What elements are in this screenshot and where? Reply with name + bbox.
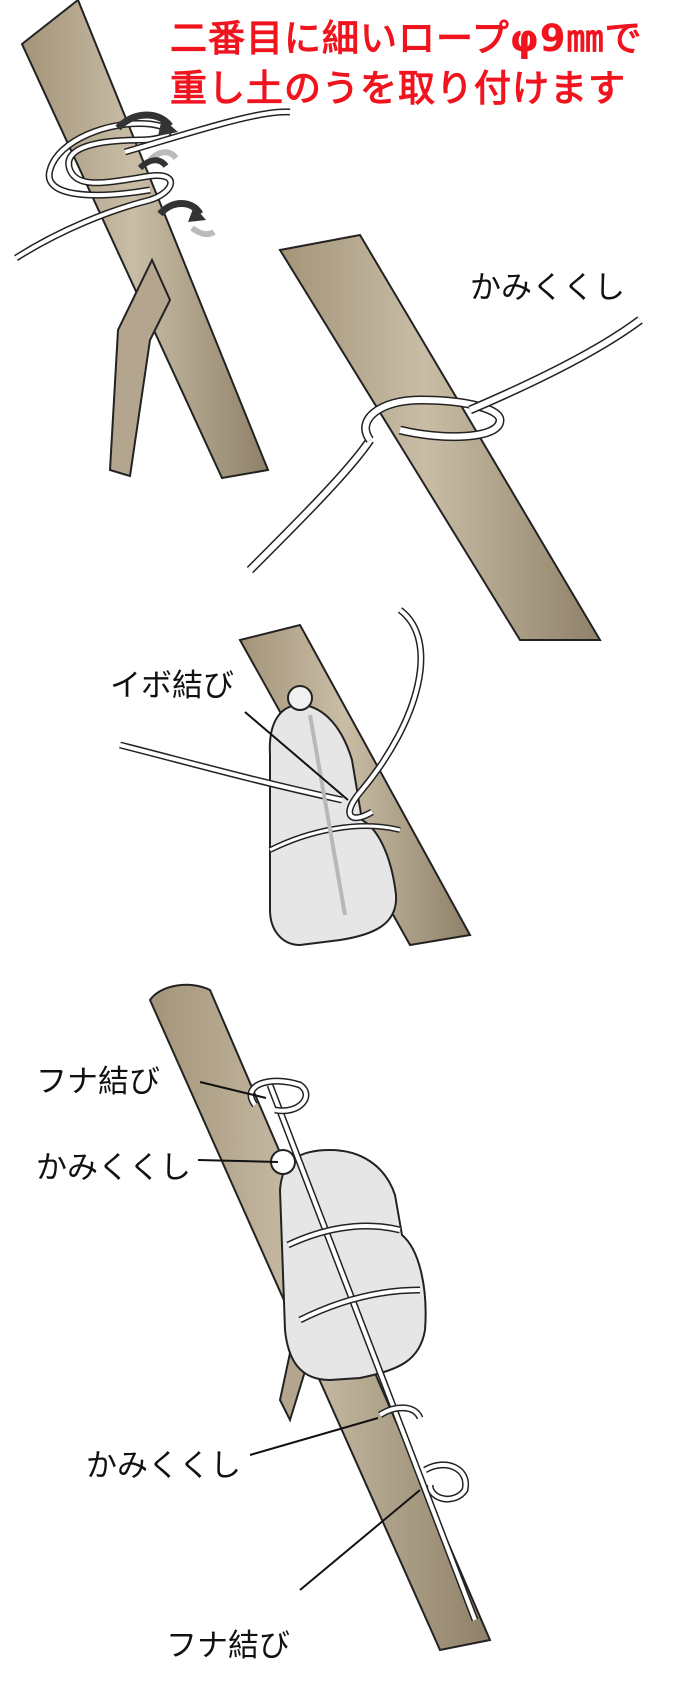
rope-wraps-1	[14, 108, 291, 261]
leader-lines-4	[197, 1081, 421, 1591]
rope-4	[266, 1083, 479, 1622]
knot-funa-upper	[247, 1077, 310, 1115]
pole-1	[20, 0, 270, 480]
sandbag-3	[268, 685, 398, 947]
rope-3	[119, 607, 425, 916]
knot-kamikukushi-closeup	[246, 316, 643, 574]
label-kamikukushi-lower: かみくくし	[86, 1448, 241, 1484]
label-kamikukushi-upper: かみくくし	[36, 1150, 191, 1186]
title-line-2: 重し土のうを取り付けます	[170, 67, 626, 110]
title-line-1: 二番目に細いロープφ9㎜で	[170, 17, 643, 60]
rotate-arrow-icon	[115, 111, 216, 238]
label-kamikukushi-top: かみくくし	[470, 270, 625, 306]
panel-2-kamikukushi-closeup	[246, 233, 643, 641]
label-funa-musubi-upper: フナ結び	[36, 1064, 160, 1100]
knot-kamikukushi-lower	[378, 1404, 424, 1420]
panel-3-bag-ibo-musubi	[119, 607, 472, 947]
leader-ibo-musubi	[244, 711, 349, 801]
label-ibo-musubi: イボ結び	[110, 668, 234, 704]
panel-4-final	[148, 983, 492, 1652]
knot-funa-lower	[423, 1461, 470, 1503]
sandbag-4	[278, 1148, 427, 1382]
panel-1-wrapping	[14, 0, 291, 480]
label-funa-musubi-lower: フナ結び	[166, 1628, 290, 1664]
